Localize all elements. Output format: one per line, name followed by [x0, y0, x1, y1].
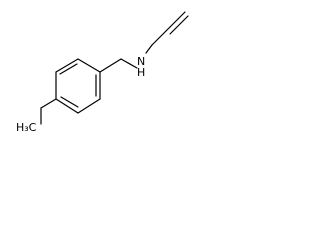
- methyl-label: H₃C: [16, 121, 37, 134]
- nitrogen-label: N: [137, 55, 145, 68]
- benzyl-bond: [99, 58, 122, 73]
- allyl-double-bond: [169, 15, 189, 35]
- ch2-n-bond: [120, 58, 138, 69]
- hydrogen-label: H: [137, 66, 145, 79]
- allyl-double-bond: [165, 11, 186, 32]
- ethyl-bond: [40, 98, 57, 109]
- ring-bond: [77, 58, 101, 73]
- ring-bond: [55, 58, 79, 73]
- ring-bond: [77, 98, 101, 114]
- ring-double-bond: [60, 96, 79, 108]
- chemical-structure: N H H₃C: [16, 11, 189, 134]
- n-ch2-bond: [145, 44, 153, 54]
- ring-double-bond: [59, 63, 78, 75]
- molecule: N H H₃C: [16, 11, 189, 134]
- ring-bond: [55, 98, 79, 114]
- allyl-bond: [151, 30, 167, 46]
